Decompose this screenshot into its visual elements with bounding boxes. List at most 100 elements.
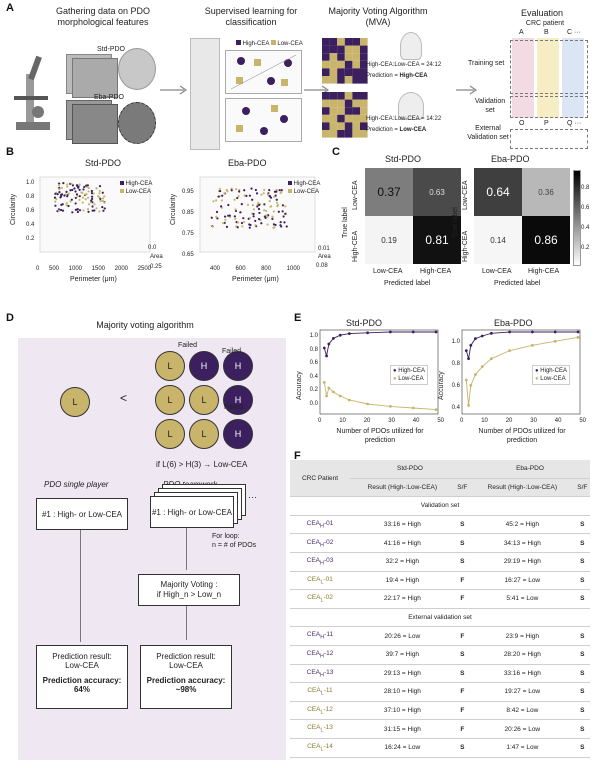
- patient-cell: CEAL-14: [290, 738, 350, 758]
- legend-low: Low-CEA: [125, 189, 152, 195]
- scatter-point: [235, 188, 238, 191]
- scatter-point: [260, 193, 263, 196]
- scatter-point: [78, 209, 82, 212]
- b-std-yticks: 1.0 0.8 0.6 0.4 0.2: [26, 176, 34, 246]
- e-std-yticks: 1.0 0.8 0.6 0.4 0.2 0.0: [306, 330, 318, 411]
- data-point: [467, 357, 470, 361]
- result-title: Prediction result:: [156, 652, 216, 661]
- std-result-cell: 33:16 = High: [350, 515, 455, 535]
- vote-cell: [329, 38, 338, 46]
- eba-result-cell: 29:19 = High: [469, 552, 575, 572]
- scatter-point: [266, 223, 269, 226]
- eba-sf-cell: S: [574, 738, 590, 758]
- scatter-point: [256, 205, 259, 208]
- patient-letter: P: [544, 120, 549, 127]
- scatter-point: [53, 196, 57, 199]
- vote-cell: [344, 92, 353, 100]
- std-sf-cell: S: [454, 552, 470, 572]
- std-result-cell: 41:16 = High: [350, 533, 455, 553]
- low-cea-circle: L: [155, 351, 185, 381]
- data-point: [434, 408, 438, 411]
- vote-cell: [322, 114, 330, 123]
- scatter-point: [241, 225, 244, 228]
- vote-cell: [322, 122, 330, 130]
- b-eba-ylabel: Circularity: [170, 193, 177, 225]
- cm-eba-cell: 0.36: [522, 168, 570, 216]
- patient-subscript: H: [320, 523, 324, 530]
- colorbar-tick: 0.6: [581, 205, 590, 211]
- b-eba-title: Eba-PDO: [228, 158, 267, 168]
- validation-header: Validation set: [290, 496, 590, 516]
- b-std-ylabel: Circularity: [10, 193, 17, 225]
- x-tick: 20: [505, 418, 513, 424]
- data-point: [489, 357, 493, 361]
- scatter-point: [58, 191, 61, 194]
- vote-cell: [322, 92, 330, 100]
- panel-label-a: A: [6, 2, 14, 14]
- b-eba-yticks: 0.95 0.85 0.75 0.65: [182, 182, 194, 266]
- c-std-true-label: True label: [342, 207, 349, 238]
- scatter-point: [74, 202, 77, 205]
- f-table: CRC Patient Std-PDO Eba-PDO Result (High…: [290, 460, 590, 758]
- scatter-point: [284, 205, 287, 208]
- std-sf-cell: F: [454, 589, 470, 609]
- scatter-point: [71, 211, 74, 214]
- scatter-point: [58, 183, 61, 187]
- vote-cell: [352, 99, 360, 108]
- scatter-point: [278, 189, 281, 192]
- vote-cell: [322, 76, 330, 84]
- data-point: [366, 331, 369, 335]
- scatter-point: [233, 198, 236, 201]
- scatter-point: [60, 203, 63, 206]
- scatter-point: [69, 200, 72, 203]
- scatter-point: [254, 224, 257, 227]
- eba-result-cell: 23:9 = High: [469, 626, 575, 646]
- scatter-point: [65, 190, 68, 193]
- scatter-point: [258, 211, 261, 215]
- scatter-point: [279, 220, 282, 224]
- patient-prefix: CEA: [306, 668, 321, 676]
- data-point: [389, 405, 392, 408]
- scatter-point: [91, 201, 94, 204]
- single-result-box: Prediction result: Low-CEA Prediction ac…: [36, 645, 128, 709]
- y-tick: 0.4: [309, 373, 318, 380]
- scatter-point: [98, 192, 101, 195]
- scatter-point: [234, 217, 237, 221]
- scatter-point: [82, 209, 85, 212]
- low-cea-circle: L: [155, 385, 185, 415]
- col-label: High-CEA: [528, 268, 560, 275]
- scatter-point: [238, 190, 241, 193]
- e-std-xticks: 0 10 20 30 40 50: [318, 418, 444, 424]
- scatter-point: [281, 204, 285, 207]
- patient-prefix: CEA: [306, 519, 321, 527]
- scatter-point: [252, 212, 255, 216]
- std-result-cell: 31:15 = High: [350, 719, 455, 739]
- scatter-point: [248, 223, 251, 226]
- scatter-point: [70, 182, 73, 185]
- patient-cell: CEAH-11: [290, 626, 350, 646]
- z-tick: 0.0: [148, 245, 157, 251]
- scatter-point: [101, 205, 104, 209]
- e-eba-line-chart: [461, 329, 581, 415]
- e-eba-yticks: 1.0 0.8 0.6 0.4: [448, 331, 460, 419]
- scatter-point: [263, 188, 266, 191]
- scatter-point: [282, 215, 285, 218]
- vote-cell: [352, 130, 360, 138]
- vote-cell: [329, 99, 338, 108]
- colorbar-ticks: 0.8 0.6 0.4 0.2: [581, 178, 589, 258]
- scatter-point: [65, 193, 68, 196]
- c-std-predicted-label: Predicted label: [384, 280, 431, 287]
- scatter-point: [281, 210, 284, 213]
- patient-cell: CEAH-12: [290, 645, 350, 665]
- panel-label-c: C: [332, 146, 340, 158]
- std-result-cell: 16:24 = Low: [350, 738, 455, 758]
- scatter-point: [87, 190, 90, 193]
- y-tick: 0.2: [309, 387, 318, 393]
- arrow-line: [186, 606, 187, 640]
- scatter-point: [273, 226, 276, 229]
- panel-label-b: B: [6, 146, 14, 158]
- y-tick: 0.75: [182, 231, 194, 237]
- b-eba-scatter: [199, 176, 316, 253]
- data-point: [553, 330, 557, 334]
